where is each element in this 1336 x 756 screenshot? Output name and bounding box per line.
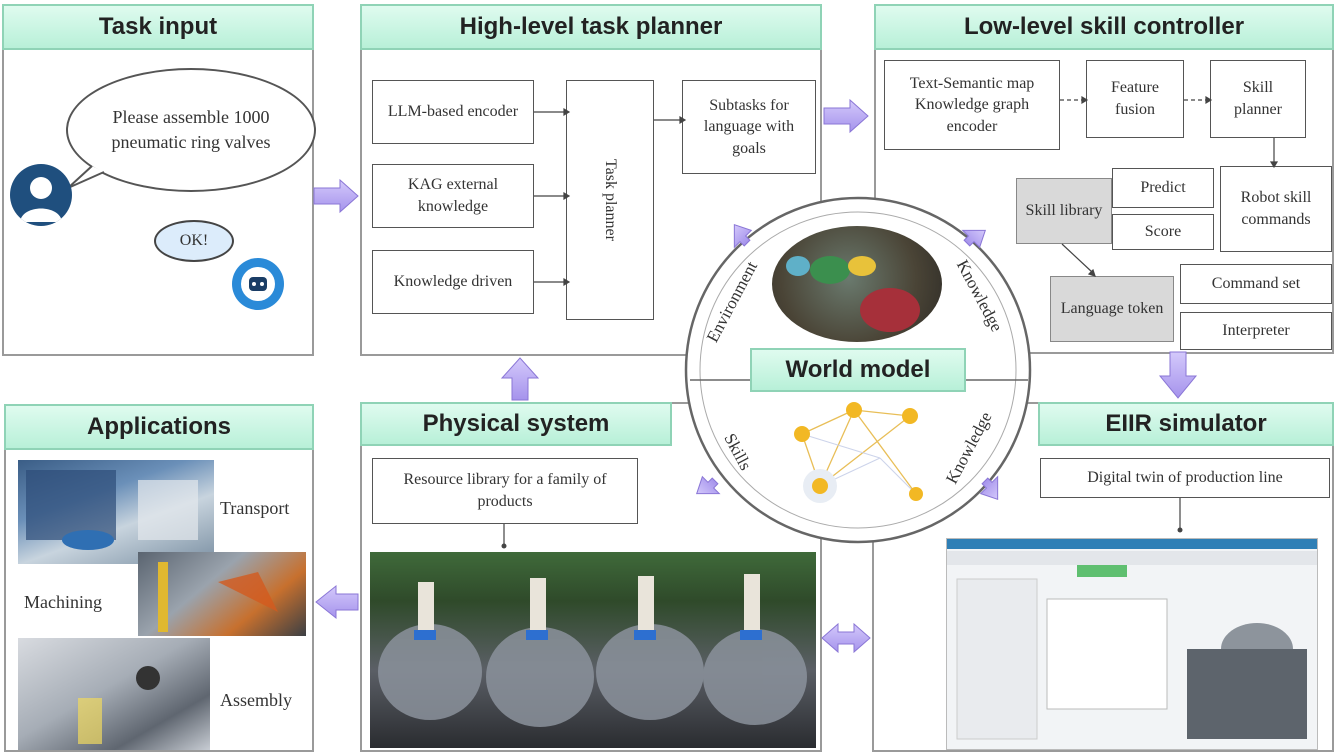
simulator-title: EIIR simulator — [1038, 402, 1334, 446]
world-model-label: World model — [750, 348, 966, 392]
arrow-physical-simulator-both-icon — [821, 622, 871, 654]
task-input-title: Task input — [2, 4, 314, 50]
app-label-transport: Transport — [220, 498, 290, 518]
physical-panel: Physical system Resource library for a f… — [360, 402, 822, 752]
simulator-screenshot — [946, 538, 1318, 750]
controller-predict-box: Predict — [1112, 168, 1214, 208]
arrow-controller-to-simulator-icon — [1158, 351, 1198, 399]
arrow-physical-to-applications-icon — [315, 584, 359, 620]
controller-skill-planner-box: Skill planner — [1210, 60, 1306, 138]
applications-title: Applications — [4, 404, 314, 450]
arrow-input-to-planner-icon — [313, 178, 359, 214]
planner-connectors — [534, 107, 687, 287]
arrow-physical-to-planner-icon — [500, 357, 540, 401]
arrow-wm-bl-icon — [695, 475, 721, 495]
robot-reply-bubble: OK! — [154, 220, 234, 262]
planner-box-knowledge: Knowledge driven — [372, 250, 534, 314]
controller-interpreter-box: Interpreter — [1180, 312, 1332, 350]
assembly-photo — [18, 638, 210, 750]
controller-score-box: Score — [1112, 214, 1214, 250]
controller-language-box: Language token — [1050, 276, 1174, 342]
controller-command-box: Command set — [1180, 264, 1332, 304]
arrow-wm-br-icon — [979, 475, 999, 501]
planner-panel: High-level task planner LLM-based encode… — [360, 4, 822, 356]
knowledge-graph-icon — [794, 402, 923, 503]
physical-connector — [501, 524, 507, 549]
simulator-connector — [1177, 498, 1183, 533]
planner-subtasks-box: Subtasks for language with goals — [682, 80, 816, 174]
controller-skill-library-box: Skill library — [1016, 178, 1112, 244]
app-label-machining: Machining — [24, 592, 102, 612]
transport-photo — [18, 460, 214, 564]
planner-task-text: Task planner — [601, 159, 619, 241]
app-label-assembly: Assembly — [220, 690, 292, 710]
simulator-twin-box: Digital twin of production line — [1040, 458, 1330, 498]
planner-title: High-level task planner — [360, 4, 822, 50]
robot-avatar-icon — [232, 258, 284, 310]
planner-box-llm: LLM-based encoder — [372, 80, 534, 144]
controller-encoder-box: Text-Semantic map Knowledge graph encode… — [884, 60, 1060, 150]
user-avatar-icon — [10, 164, 72, 226]
user-speech-bubble: Please assemble 1000 pneumatic ring valv… — [66, 68, 316, 192]
physical-robots-photo — [370, 552, 816, 748]
planner-box-kag: KAG external knowledge — [372, 164, 534, 228]
physical-resource-box: Resource library for a family of product… — [372, 458, 638, 524]
arrow-wm-tl-icon — [733, 223, 753, 249]
robot-reply-text: OK! — [179, 231, 209, 249]
task-input-panel: Task input Please assemble 1000 pneumati… — [2, 4, 316, 356]
controller-robot-skill-box: Robot skill commands — [1220, 166, 1332, 252]
planner-task-box: Task planner — [566, 80, 654, 320]
arrow-wm-tr-icon — [961, 229, 987, 249]
machining-photo — [138, 552, 306, 636]
controller-feature-box: Feature fusion — [1086, 60, 1184, 138]
user-request-text: Please assemble 1000 pneumatic ring valv… — [111, 106, 271, 152]
controller-title: Low-level skill controller — [874, 4, 1334, 50]
controller-connectors — [1060, 95, 1279, 277]
physical-title: Physical system — [360, 402, 672, 446]
arrow-planner-to-controller-icon — [823, 98, 869, 134]
world-model-scene-image — [772, 226, 942, 342]
applications-panel: Applications Transport Machining Assembl… — [4, 404, 314, 752]
